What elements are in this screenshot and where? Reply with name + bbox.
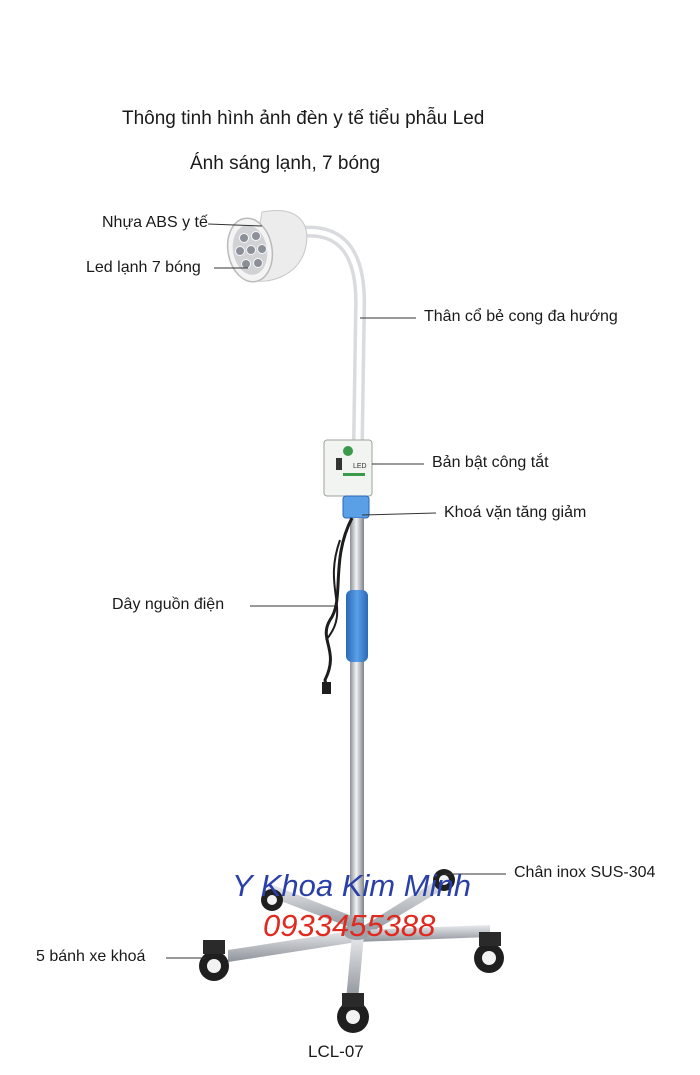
label-wheels: 5 bánh xe khoá [36, 948, 146, 965]
label-base: Chân inox SUS-304 [514, 864, 656, 881]
blue-grip [346, 590, 368, 662]
watermark-brand: Y Khoa Kim Minh [232, 868, 471, 903]
label-gooseneck: Thân cổ bẻ cong đa hướng [424, 308, 618, 325]
page-subtitle: Ánh sáng lạnh, 7 bóng [190, 153, 381, 174]
base-legs [228, 875, 490, 1000]
watermark-phone: 0933455388 [263, 908, 436, 943]
label-power-cord: Dây nguồn điện [112, 596, 225, 613]
gooseneck-arm [294, 225, 367, 446]
label-switch-panel: Bản bật công tắt [432, 454, 549, 471]
page-title: Thông tinh hình ảnh đèn y tế tiểu phẫu L… [122, 108, 485, 129]
label-abs-plastic: Nhựa ABS y tế [102, 214, 208, 231]
label-led: Led lạnh 7 bóng [86, 259, 201, 276]
power-cord [323, 517, 354, 691]
model-number: LCL-07 [308, 1042, 364, 1061]
switch-box: LED [323, 439, 373, 497]
leader-lines [166, 223, 506, 959]
wheels [199, 869, 504, 1033]
lamp-head [226, 210, 308, 283]
label-knob: Khoá vặn tăng giảm [444, 504, 587, 521]
switch-box-text: LED [353, 463, 367, 470]
